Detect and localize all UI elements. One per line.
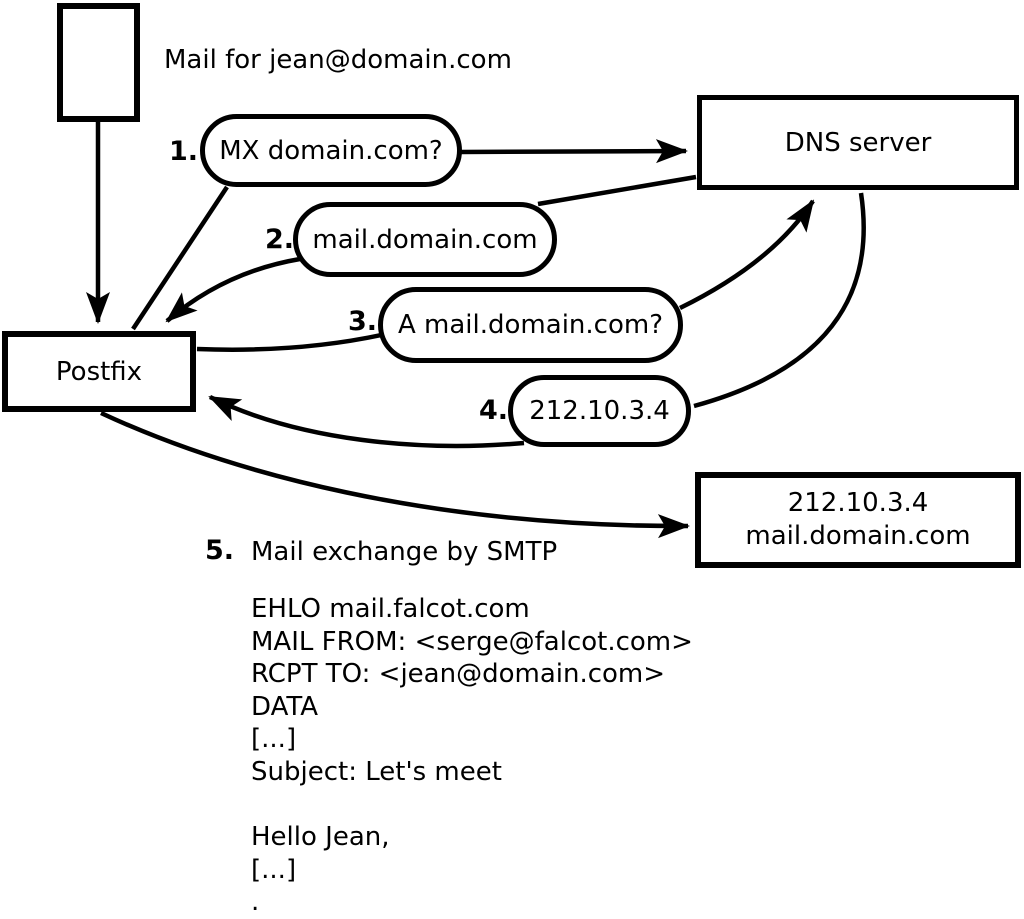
step-3-number: 3. xyxy=(347,306,377,337)
smtp-line: EHLO mail.falcot.com xyxy=(251,594,530,624)
arrow-query1-to-dns xyxy=(459,139,688,164)
smtp-session-transcript: EHLO mail.falcot.com MAIL FROM: <serge@f… xyxy=(251,594,693,919)
bubble-a-query: A mail.domain.com? xyxy=(378,287,683,363)
bubble-a-answer-label: 212.10.3.4 xyxy=(529,396,670,426)
tail-postfix-to-query3 xyxy=(196,331,387,352)
step-4-number: 4. xyxy=(478,395,508,426)
mail-label: Mail for jean@domain.com xyxy=(164,45,512,75)
step-2-number: 2. xyxy=(264,224,294,255)
postfix-label: Postfix xyxy=(55,356,143,387)
dns-server-label: DNS server xyxy=(784,127,932,158)
bubble-mx-answer: mail.domain.com xyxy=(293,202,557,277)
arrow-answer2-to-postfix xyxy=(165,256,301,323)
bubble-mx-query-label: MX domain.com? xyxy=(219,135,443,166)
tail-dns-to-answer4 xyxy=(693,192,866,409)
bubble-mx-query: MX domain.com? xyxy=(200,114,462,187)
smtp-line: DATA xyxy=(251,691,318,722)
envelope-icon xyxy=(57,3,140,122)
smtp-line xyxy=(251,790,693,823)
bubble-a-answer: 212.10.3.4 xyxy=(508,375,691,447)
arrow-answer4-to-postfix xyxy=(208,394,525,449)
dns-server-node: DNS server xyxy=(697,95,1019,190)
tail-query1-to-postfix xyxy=(131,185,229,331)
mail-server-ip: 212.10.3.4 xyxy=(787,488,929,518)
arrow-postfix-to-mailserver xyxy=(100,410,690,539)
tail-dns-to-answer2 xyxy=(537,174,697,207)
smtp-line: [...] xyxy=(251,724,297,755)
arrow-query3-to-dns xyxy=(679,199,815,311)
step-5-label: Mail exchange by SMTP xyxy=(251,537,558,567)
mail-server-node: 212.10.3.4 mail.domain.com xyxy=(695,472,1021,568)
step-1-number: 1. xyxy=(168,136,198,167)
smtp-line: [...] xyxy=(251,854,297,885)
bubble-mx-answer-label: mail.domain.com xyxy=(312,224,538,255)
smtp-line: . xyxy=(251,887,260,918)
smtp-line: Subject: Let's meet xyxy=(251,756,502,787)
smtp-line: Hello Jean, xyxy=(251,822,390,853)
postfix-node: Postfix xyxy=(2,331,196,412)
mail-server-hostname: mail.domain.com xyxy=(745,521,971,551)
smtp-line: MAIL FROM: <serge@falcot.com> xyxy=(251,626,693,657)
step-5-number: 5. xyxy=(205,535,235,566)
bubble-a-query-label: A mail.domain.com? xyxy=(398,310,663,340)
smtp-line: RCPT TO: <jean@domain.com> xyxy=(251,659,666,690)
